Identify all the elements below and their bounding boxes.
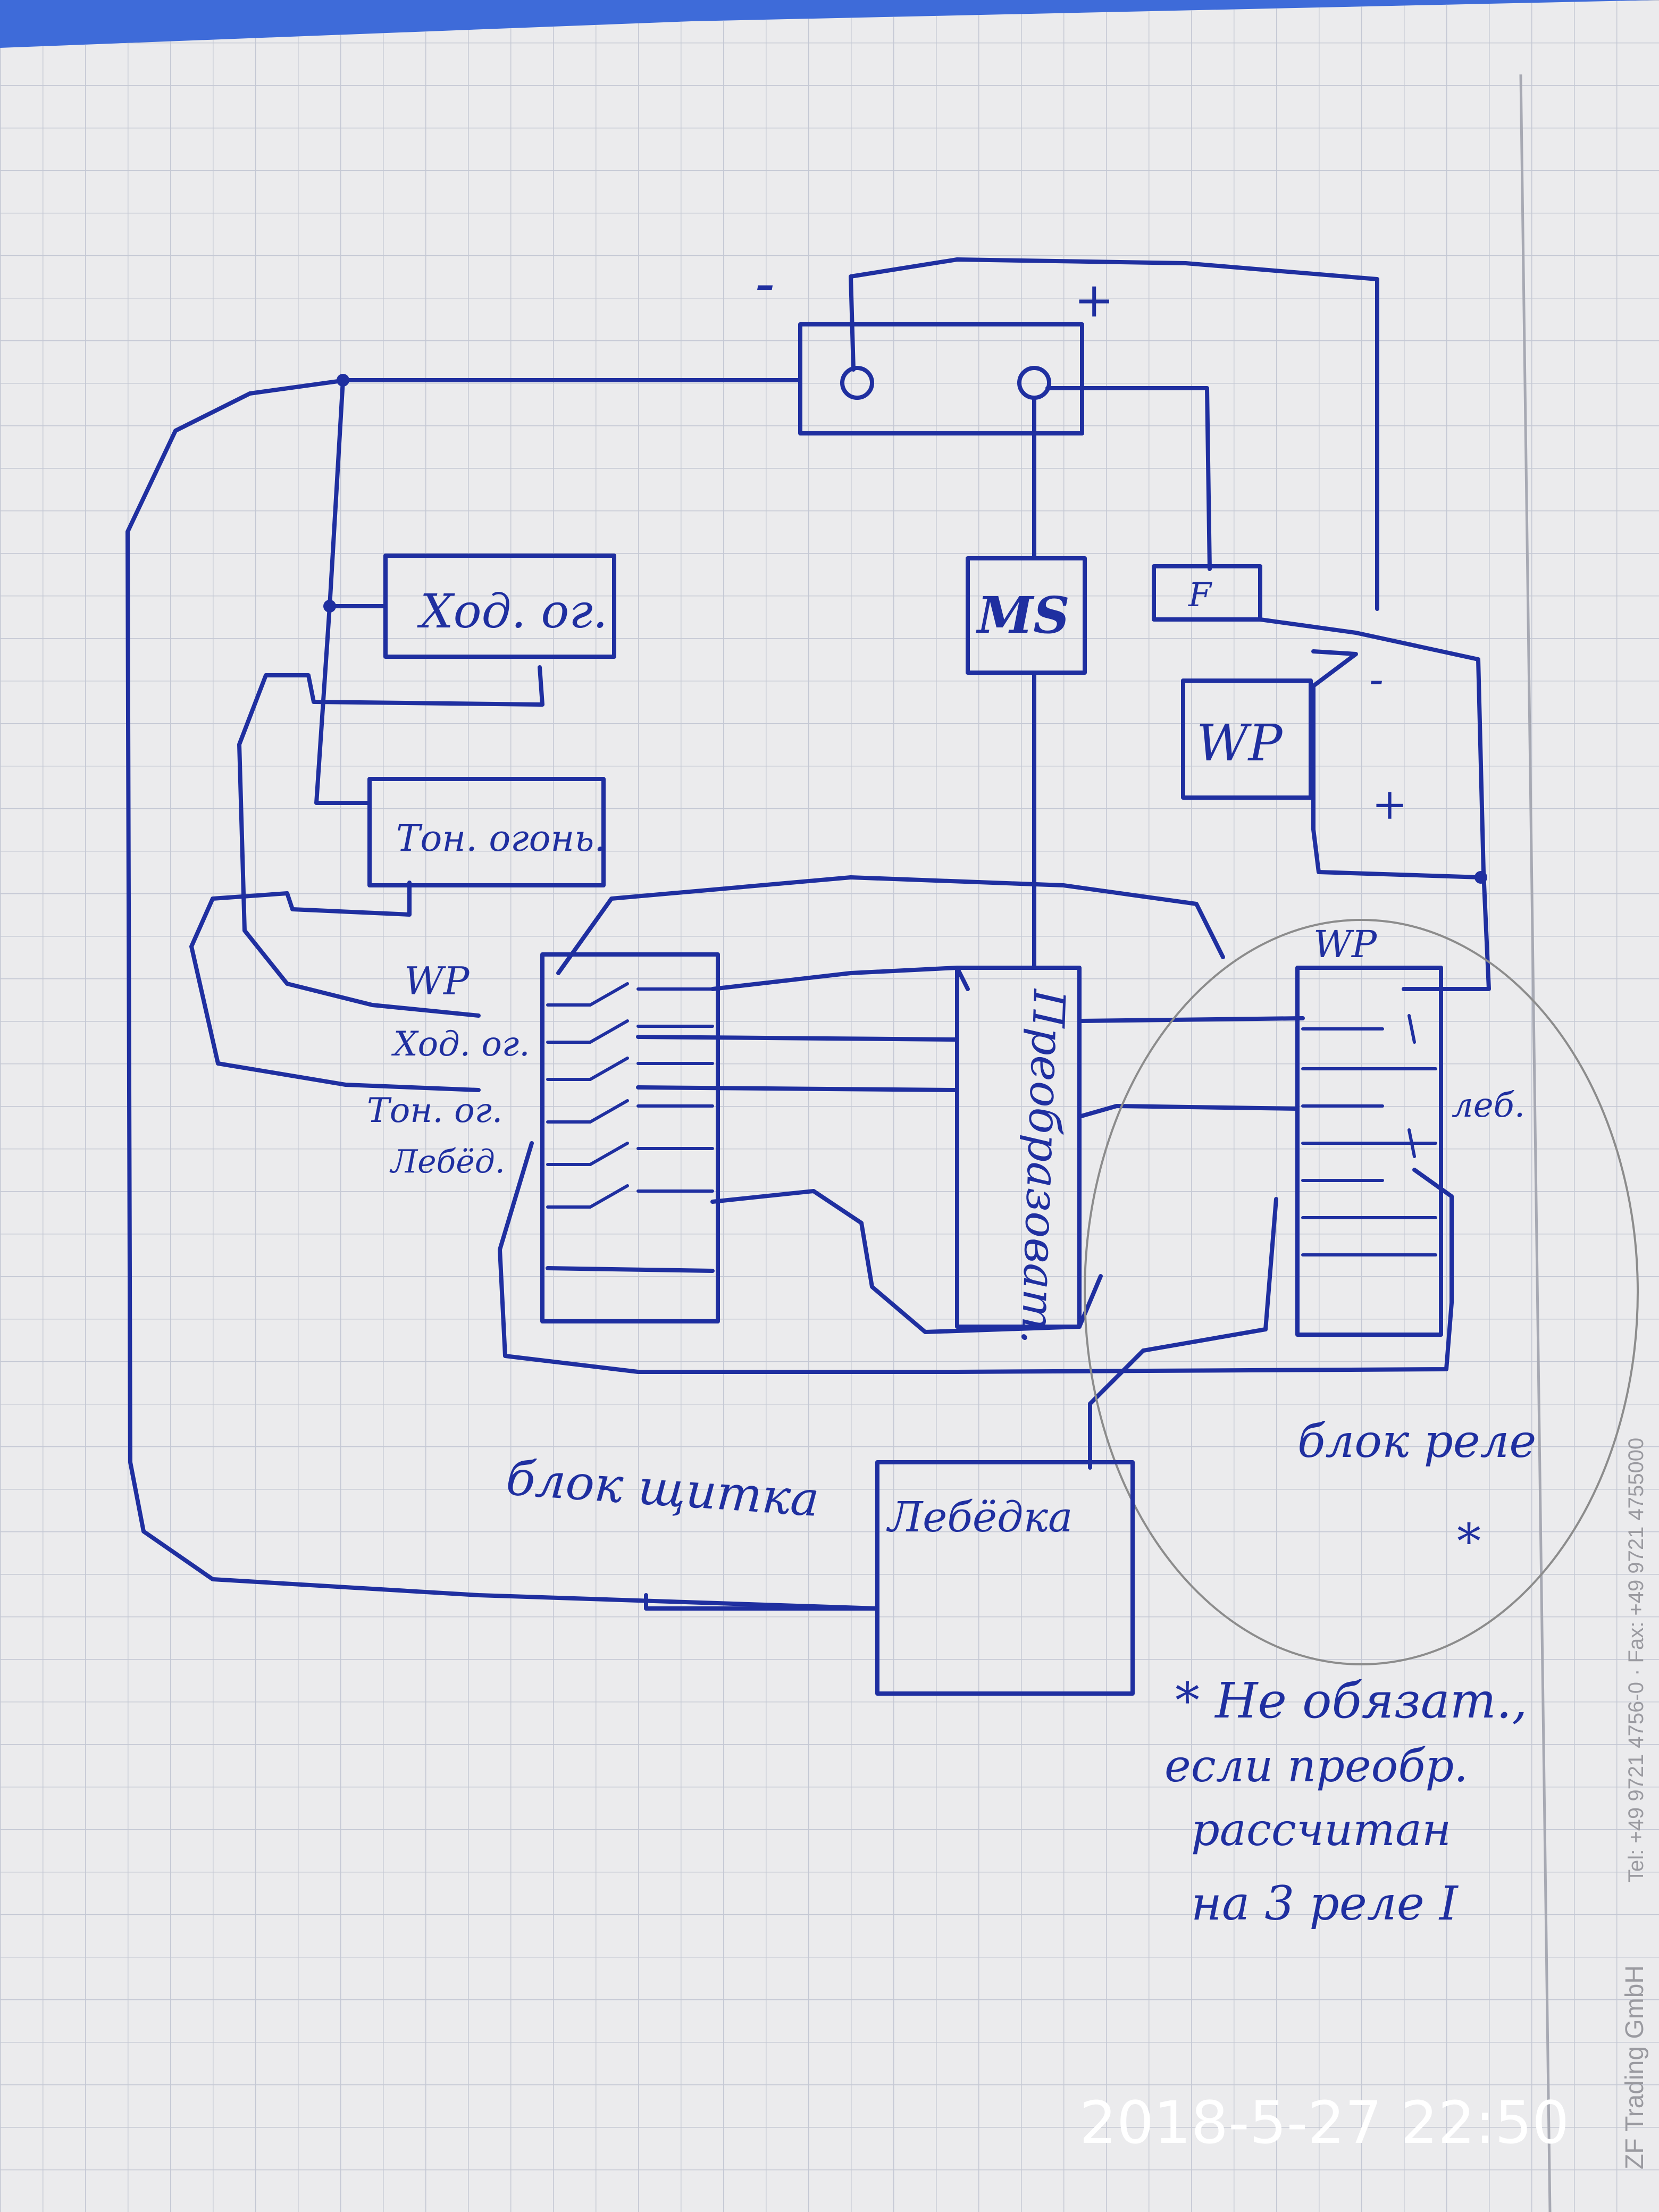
contact-print: Tel: +49 9721 4756-0 · Fax: +49 9721 475… (1624, 1438, 1648, 1882)
note-line-2: если преобр. (1164, 1740, 1468, 1792)
relay-block: WP леб. блок реле * (1084, 919, 1639, 1665)
winch-power-minus: - (1369, 655, 1384, 704)
converter-box: Преобразоват. (955, 966, 1082, 1345)
running-lights-label: Ход. ог. (417, 584, 608, 639)
relay-contacts (1301, 1014, 1437, 1256)
handwritten-note: * Не обязат., если преобр. рассчитан на … (1164, 1672, 1527, 1931)
switch-label-fog: Тон. ог. (367, 1091, 502, 1130)
note-line-4: на 3 реле I (1191, 1876, 1459, 1931)
main-switch-box: MS (966, 556, 1087, 675)
relay-side-label: леб. (1452, 1086, 1525, 1125)
relay-block-title: блок реле (1297, 1415, 1536, 1468)
winch-box: Лебёдка (875, 1460, 1135, 1696)
photo-timestamp: 2018-5-27 22:50 (1079, 2089, 1569, 2157)
winch-power-plus: + (1372, 780, 1407, 829)
winch-power-label: WP (1196, 714, 1284, 773)
vendor-print: ZF Trading GmbH (1621, 1965, 1649, 2169)
fuse-box: F (1152, 564, 1262, 622)
relay-top-label: WP (1313, 923, 1378, 966)
winch-power-box: WP - + (1181, 655, 1407, 829)
converter-label: Преобразоват. (1011, 987, 1074, 1345)
winch-label: Лебёдка (886, 1494, 1073, 1541)
note-line-3: рассчитан (1191, 1804, 1451, 1856)
fuse-label: F (1188, 575, 1212, 614)
battery-plus-label: + (1074, 272, 1114, 328)
running-lights-box: Ход. ог. (383, 554, 616, 659)
switch-label-wp: WP (404, 959, 470, 1003)
relay-asterisk: * (1457, 1514, 1481, 1570)
fog-lights-box: Тон. огонь. (367, 777, 606, 887)
main-switch-label: MS (976, 586, 1070, 645)
fog-lights-label: Тон. огонь. (396, 818, 606, 860)
note-line-1: * Не обязат., (1175, 1672, 1527, 1729)
switch-label-running: Ход. ог. (391, 1025, 530, 1064)
switch-label-winch: Лебёд. (389, 1143, 505, 1180)
battery-minus-label: - (755, 249, 775, 317)
toggle-switches (546, 982, 714, 1209)
